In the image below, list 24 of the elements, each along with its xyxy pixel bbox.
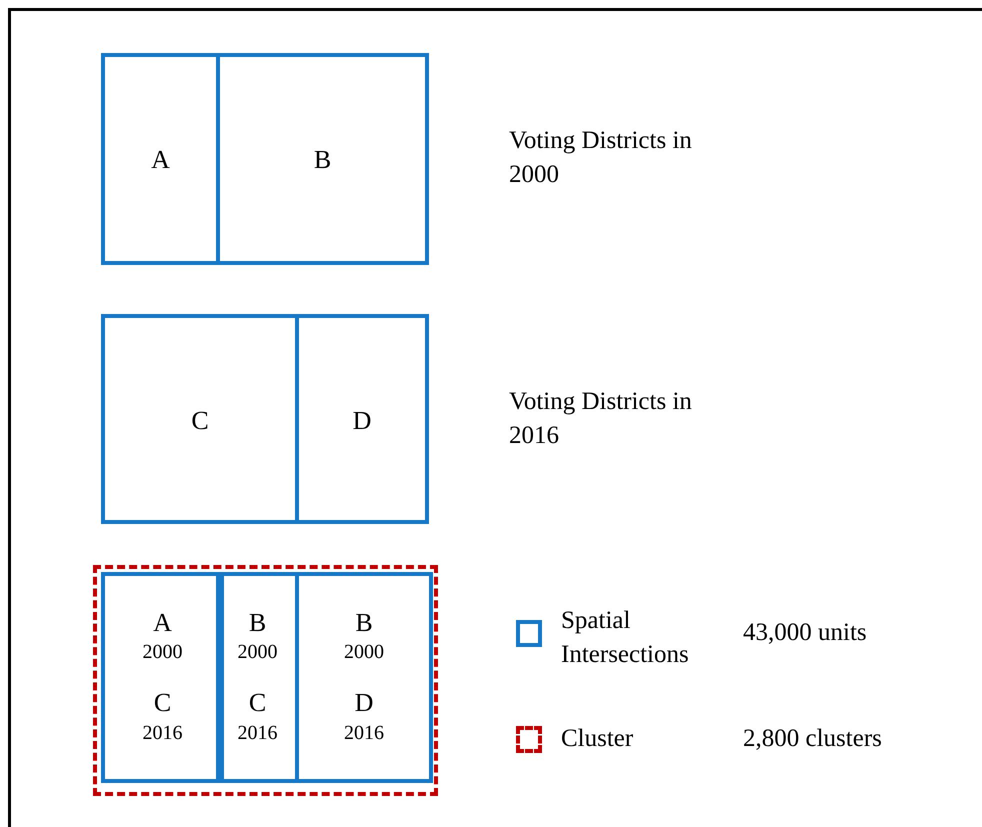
year-label: 2000: [236, 641, 278, 664]
district-label: D: [354, 688, 374, 718]
year-label: 2000: [142, 641, 184, 664]
district-label: C: [248, 688, 268, 718]
district-label: A: [150, 145, 171, 175]
district-label: D: [352, 406, 372, 436]
year-label: 2016: [343, 722, 385, 745]
count-label: 2,800 clusters: [743, 724, 883, 754]
district-label: A: [152, 608, 173, 638]
year-label: 2000: [343, 641, 385, 664]
year-label: 2016: [142, 722, 184, 745]
cluster-box: [93, 565, 438, 796]
district-label: B: [354, 608, 374, 638]
legend-label: Spatial Intersections: [561, 606, 690, 670]
district-label: C: [152, 688, 172, 718]
legend-label: Cluster: [561, 724, 634, 754]
district-label: B: [248, 608, 268, 638]
intersection-box: [101, 572, 224, 783]
district-label: B: [312, 145, 332, 175]
caption-label: Voting Districts in 2016: [509, 387, 693, 451]
caption-label: Voting Districts in 2000: [509, 126, 693, 190]
district-label: C: [190, 406, 210, 436]
year-label: 2016: [236, 722, 278, 745]
count-label: 43,000 units: [743, 618, 868, 648]
